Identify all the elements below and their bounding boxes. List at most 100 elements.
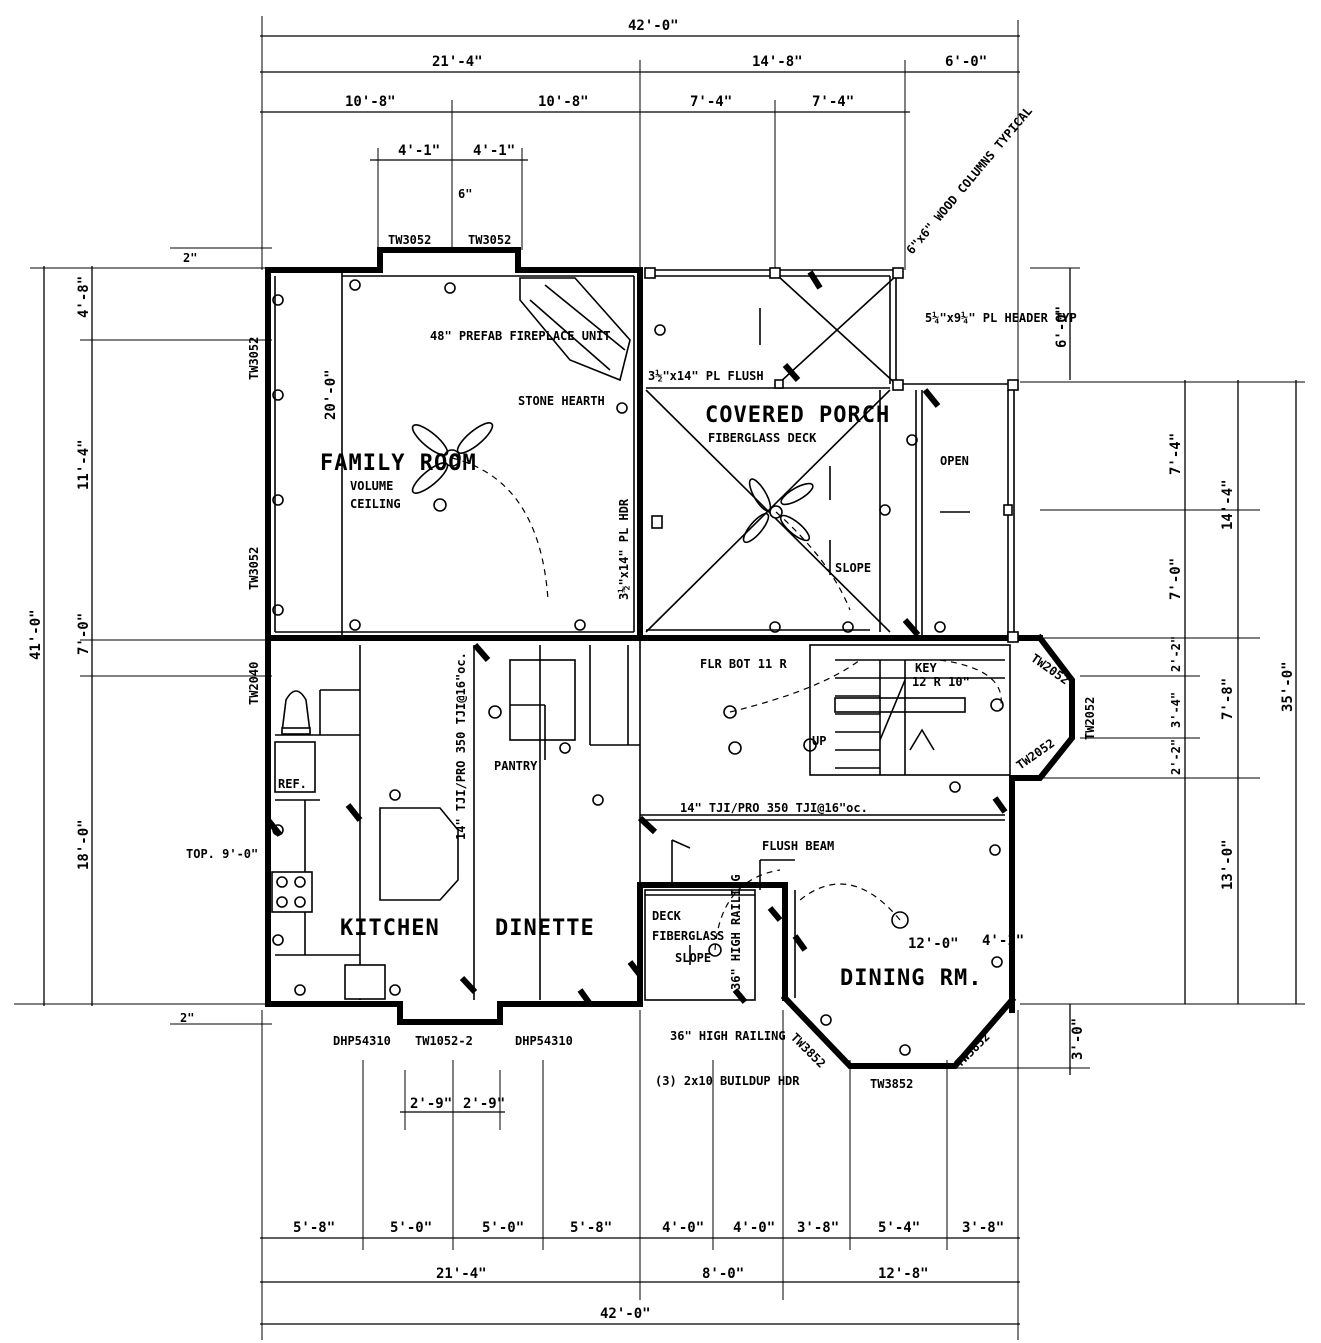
dim-bottom-2-1: 8'-0" xyxy=(702,1266,744,1282)
dim-top-3-3: 7'-4" xyxy=(812,94,854,110)
beam-note-2: 3½"x14" PL FLUSH xyxy=(648,369,764,383)
dim-kitchen-window-0: 2'-9" xyxy=(410,1096,452,1112)
room-labels: FAMILY ROOM VOLUME CEILING 20'-0" COVERE… xyxy=(186,369,1024,991)
dim-right-4: 2'-2" xyxy=(1169,739,1183,775)
dim-left-3: 18'-0" xyxy=(76,819,92,870)
dim-top-2-1: 14'-8" xyxy=(752,54,803,70)
key-note: KEY xyxy=(915,661,937,675)
dining-dim: 12'-0" xyxy=(908,936,959,952)
dim-top-overall: 42'-0" xyxy=(628,18,679,34)
dim-left-2: 7'-0" xyxy=(76,613,92,655)
dim-left-0: 4'-8" xyxy=(76,276,92,318)
dim-bottom-1-3: 5'-8" xyxy=(570,1220,612,1236)
dim-bottom-1-5: 4'-0" xyxy=(733,1220,775,1236)
deck-sub: FIBERGLASS xyxy=(652,929,724,943)
dim-bottom-1-6: 3'-8" xyxy=(797,1220,839,1236)
dim-right-6: 3'-0" xyxy=(1070,1018,1086,1060)
dim-bottom-overall: 42'-0" xyxy=(600,1306,651,1322)
window-tag: TW3052 xyxy=(388,233,431,247)
family-room-note-1: VOLUME xyxy=(350,479,393,493)
dim-left-overall: 41'-0" xyxy=(28,609,44,660)
flush-beam-note: FLUSH BEAM xyxy=(762,839,834,853)
dim-bottom-1-4: 4'-0" xyxy=(662,1220,704,1236)
dim-top-3-2: 7'-4" xyxy=(690,94,732,110)
dim-top-bay-1: 4'-1" xyxy=(473,143,515,159)
dim-right-2: 2'-2" xyxy=(1169,636,1183,672)
dim-top-bay-depth: 6" xyxy=(458,187,472,201)
up-note: UP xyxy=(812,734,826,748)
kitchen-label: KITCHEN xyxy=(340,916,440,941)
ceiling-fan-icon xyxy=(742,478,814,544)
beam-markers xyxy=(265,270,1008,1006)
dim-bottom-1-2: 5'-0" xyxy=(482,1220,524,1236)
dim-bottom-1-1: 5'-0" xyxy=(390,1220,432,1236)
fireplace-note: 48" PREFAB FIREPLACE UNIT xyxy=(430,329,611,343)
window-tag: TW3852 xyxy=(870,1077,913,1091)
covered-porch-sub: FIBERGLASS DECK xyxy=(708,431,817,445)
kitchen-top-note: TOP. 9'-0" xyxy=(186,847,258,861)
dim-right-mid-1: 7'-8" xyxy=(1220,678,1236,720)
dim-bottom-1-8: 3'-8" xyxy=(962,1220,1004,1236)
deck-slope: SLOPE xyxy=(675,951,711,965)
dim-top-2-2: 6'-0" xyxy=(945,54,987,70)
window-tag: TW3052 xyxy=(468,233,511,247)
window-tag: TW3052 xyxy=(247,337,261,380)
dim-top-3-0: 10'-8" xyxy=(345,94,396,110)
dining-dim-2: 4'-1" xyxy=(982,933,1024,949)
header-note: (3) 2x10 BUILDUP HDR xyxy=(655,1074,800,1088)
dim-right-1: 7'-0" xyxy=(1168,558,1184,600)
covered-porch-label: COVERED PORCH xyxy=(705,403,890,428)
window-tag: TW2052 xyxy=(1083,697,1097,740)
stair-treads xyxy=(834,659,1005,775)
joist-note-1: 14" TJI/PRO 350 TJI@16"oc. xyxy=(680,801,868,815)
window-tag: TW2040 xyxy=(247,662,261,705)
dim-right-0: 7'-4" xyxy=(1168,433,1184,475)
deck-label: DECK xyxy=(652,909,682,923)
refrigerator-icon xyxy=(274,741,316,793)
dim-right-mid-0: 14'-4" xyxy=(1220,479,1236,530)
dim-kitchen-window-1: 2'-9" xyxy=(463,1096,505,1112)
dim-left-1: 11'-4" xyxy=(76,439,92,490)
family-room-label: FAMILY ROOM xyxy=(320,451,477,476)
dining-room-label: DINING RM. xyxy=(840,966,982,991)
hearth-note: STONE HEARTH xyxy=(518,394,605,408)
window-tag: DHP54310 xyxy=(515,1034,573,1048)
floor-note: FLR BOT 11 R xyxy=(700,657,787,671)
window-tag: TW3852 xyxy=(952,1030,993,1071)
pantry-label: PANTRY xyxy=(494,759,538,773)
dim-top-bay-0: 4'-1" xyxy=(398,143,440,159)
dim-bottom-offset: 2" xyxy=(180,1011,194,1025)
key-note-2: 12 R 10" xyxy=(912,675,970,689)
dimension-lines xyxy=(14,16,1305,1340)
family-room-note-2: CEILING xyxy=(350,497,401,511)
railing-note-2: 36" HIGH RAILING xyxy=(670,1029,786,1043)
beam-note-1: 3½"x14" PL HDR xyxy=(617,498,631,600)
dim-bottom-2-0: 21'-4" xyxy=(436,1266,487,1282)
range-icon xyxy=(271,871,313,913)
window-tag: DHP54310 xyxy=(333,1034,391,1048)
window-tag: TW1052-2 xyxy=(415,1034,473,1048)
dim-right-porch: 6'-0" xyxy=(1054,306,1070,348)
window-tag: TW3052 xyxy=(247,547,261,590)
dim-top-2-0: 21'-4" xyxy=(432,54,483,70)
dim-bottom-1-0: 5'-8" xyxy=(293,1220,335,1236)
dim-bottom-1-7: 5'-4" xyxy=(878,1220,920,1236)
column-note: 6"x6" WOOD COLUMNS TYPICAL xyxy=(904,104,1035,257)
fixtures xyxy=(265,267,1019,1056)
dimension-text: 42'-0" 21'-4" 14'-8" 6'-0" 10'-8" 10'-8"… xyxy=(28,18,1296,1322)
dim-top-offset: 2" xyxy=(183,251,197,265)
railing-note-1: 36" HIGH RAILING xyxy=(729,874,743,990)
open-note: OPEN xyxy=(940,454,969,468)
dim-right-5: 13'-0" xyxy=(1220,839,1236,890)
dinette-label: DINETTE xyxy=(495,916,595,941)
header-plate-note: 5¼"x9¼" PL HEADER TYP xyxy=(925,311,1077,325)
joist-note-2: 14" TJI/PRO 350 TJI@16"oc. xyxy=(454,652,468,840)
family-room-dim: 20'-0" xyxy=(323,369,339,420)
ref-label: REF. xyxy=(278,777,307,791)
dim-top-3-1: 10'-8" xyxy=(538,94,589,110)
porch-slope-label: SLOPE xyxy=(835,561,871,575)
exterior-walls xyxy=(265,247,1075,1069)
dim-right-3: 3'-4" xyxy=(1169,692,1183,728)
window-tags: TW3052 TW3052 TW3052 TW3052 TW2040 TW205… xyxy=(247,233,1097,1091)
